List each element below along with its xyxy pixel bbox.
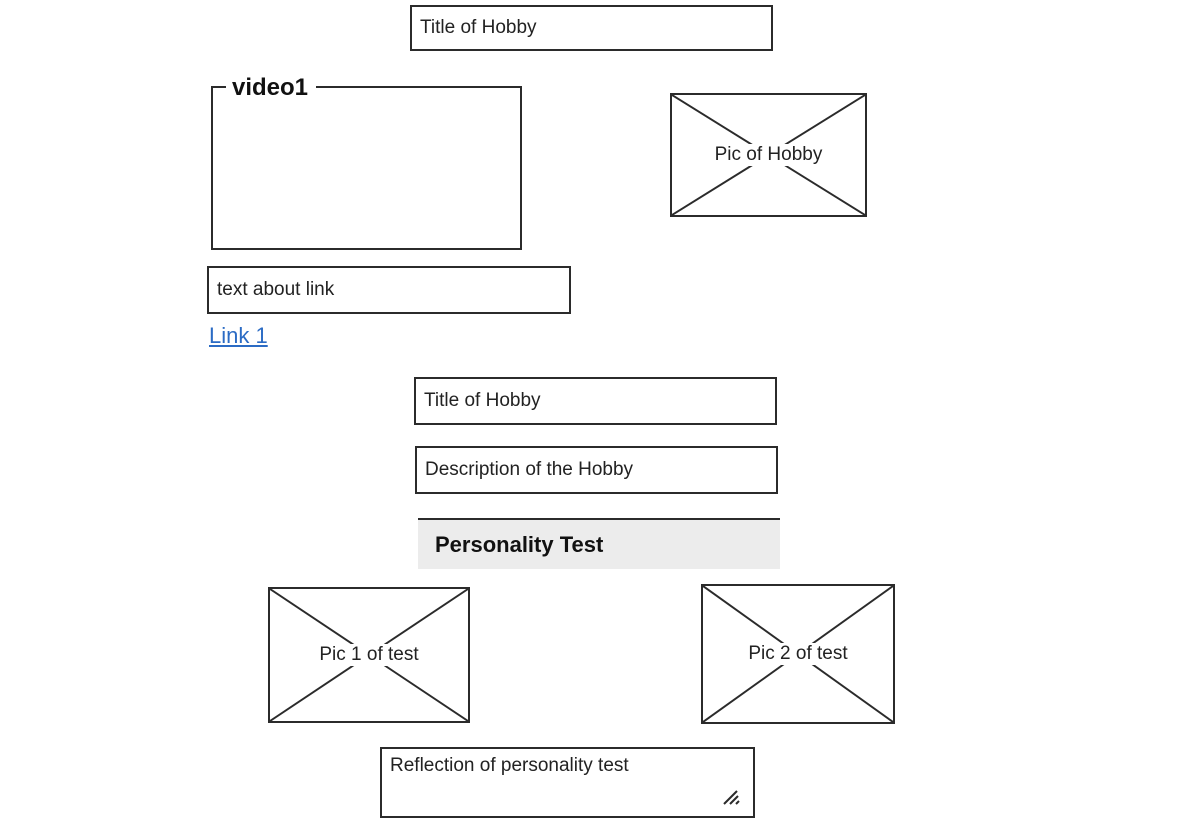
test-picture-2: Pic 2 of test [701, 584, 895, 724]
reflection-text: Reflection of personality test [390, 755, 629, 776]
link-description-text: text about link [217, 279, 335, 300]
hobby-description-text: Description of the Hobby [425, 459, 634, 480]
link-description-field[interactable]: text about link [207, 266, 571, 314]
personality-test-header: Personality Test [418, 518, 780, 569]
hobby-picture-caption: Pic of Hobby [712, 144, 825, 166]
test-picture-1: Pic 1 of test [268, 587, 470, 723]
hobby-title-text: Title of Hobby [420, 17, 537, 38]
video-legend: video1 [226, 74, 317, 102]
second-hobby-title-text: Title of Hobby [424, 390, 541, 411]
hobby-title-field[interactable]: Title of Hobby [410, 5, 773, 51]
hobby-picture: Pic of Hobby [670, 93, 867, 217]
video-frame[interactable] [211, 86, 522, 250]
personality-test-title: Personality Test [435, 531, 604, 557]
test-picture-2-caption: Pic 2 of test [746, 643, 850, 665]
reflection-textarea[interactable]: Reflection of personality test [380, 747, 755, 818]
test-picture-1-caption: Pic 1 of test [317, 644, 421, 666]
resize-grip-icon[interactable] [721, 786, 741, 806]
link-1[interactable]: Link 1 [209, 323, 268, 348]
second-hobby-title-field[interactable]: Title of Hobby [414, 377, 777, 425]
hobby-description-field[interactable]: Description of the Hobby [415, 446, 778, 494]
